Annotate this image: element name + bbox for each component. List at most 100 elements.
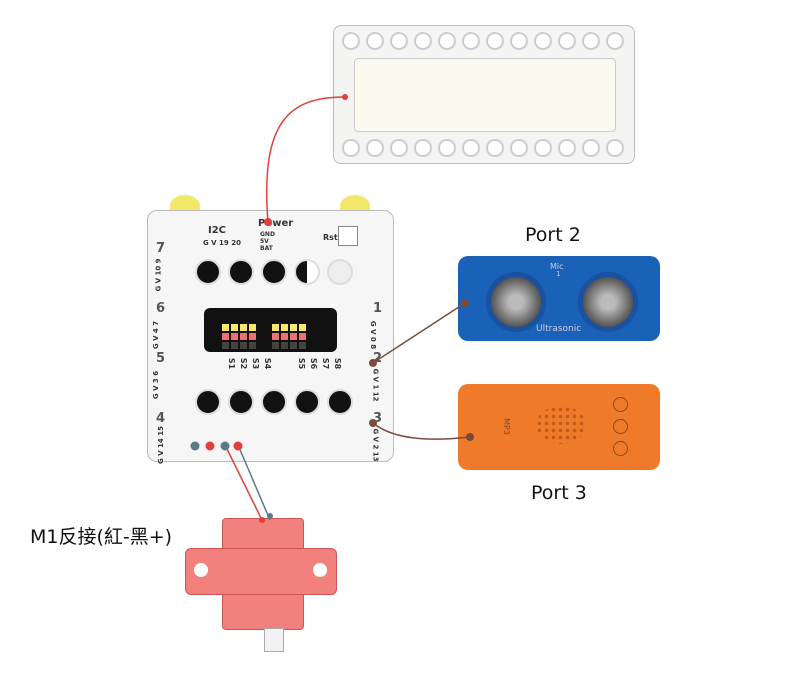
servo-pin — [222, 324, 229, 331]
i2c-label: I2C — [208, 225, 227, 236]
switch-socket[interactable] — [294, 259, 320, 285]
port-1-pins: G V 0 8 — [369, 320, 378, 350]
mount-hole — [414, 139, 432, 157]
ultrasonic-receiver — [578, 272, 638, 332]
servo-pin — [272, 333, 279, 340]
servo-label-s7: S7 — [321, 357, 331, 370]
servo-shaft — [264, 628, 284, 652]
mount-hole — [486, 32, 504, 50]
power-label: Power — [258, 218, 294, 229]
servo-pin — [290, 333, 297, 340]
mount-hole — [558, 139, 576, 157]
socket — [228, 389, 254, 415]
ultrasonic-module: Mic 1 Ultrasonic — [458, 256, 660, 341]
socket — [261, 389, 287, 415]
port-3-pins: G V 2 13 — [371, 428, 380, 462]
port-6-pins: G V 4 7 — [152, 320, 161, 350]
mount-hole — [534, 32, 552, 50]
port-6-number: 6 — [156, 301, 166, 316]
port-2-label: Port 2 — [525, 224, 581, 246]
servo-pin — [281, 333, 288, 340]
port-4-pins: G V 14 15 — [156, 426, 165, 464]
port-7-number: 7 — [156, 241, 166, 256]
mount-hole — [606, 32, 624, 50]
servo-pin — [290, 342, 297, 349]
port-3-socket — [327, 389, 353, 415]
port-2-number: 2 — [373, 351, 383, 366]
mount-hole — [366, 139, 384, 157]
servo-pin — [299, 324, 306, 331]
play-button[interactable] — [613, 419, 628, 434]
servo-label-s2: S2 — [239, 357, 249, 370]
servo-label-s3: S3 — [251, 357, 261, 370]
port-4-number: 4 — [156, 411, 166, 426]
mount-hole — [510, 32, 528, 50]
servo-pin — [290, 324, 297, 331]
mount-hole — [366, 32, 384, 50]
port-4-socket — [195, 389, 221, 415]
servo-pin — [299, 333, 306, 340]
servo-pin — [299, 342, 306, 349]
mount-hole — [390, 139, 408, 157]
led-socket — [327, 259, 353, 285]
servo-pin — [249, 333, 256, 340]
mp3-label: MP3 — [501, 418, 511, 435]
servo-pin — [272, 342, 279, 349]
port-2-pins: G V 1 12 — [371, 368, 380, 402]
mount-hole — [462, 139, 480, 157]
mount-hole — [582, 32, 600, 50]
mount-hole — [606, 139, 624, 157]
servo-pin — [231, 324, 238, 331]
mic-label: Mic — [550, 262, 564, 271]
mount-hole — [534, 139, 552, 157]
servo-pin — [222, 342, 229, 349]
servo-pin — [222, 333, 229, 340]
mount-hole — [462, 32, 480, 50]
port-5-number: 5 — [156, 351, 166, 366]
battery-board — [333, 25, 635, 164]
servo-pin — [249, 324, 256, 331]
ultrasonic-emitter — [486, 272, 546, 332]
servo-label-s6: S6 — [309, 357, 319, 370]
mount-hole — [510, 139, 528, 157]
port-3-number: 3 — [373, 411, 383, 426]
servo-flange — [185, 548, 337, 595]
servo-header — [204, 308, 337, 352]
mount-hole — [486, 139, 504, 157]
reset-button[interactable] — [338, 226, 358, 246]
i2c-pins: G V 19 20 — [203, 239, 241, 247]
mount-hole — [342, 32, 360, 50]
port-5-pins: G V 3 6 — [152, 370, 161, 400]
battery-slot — [354, 58, 616, 132]
servo-pin — [272, 324, 279, 331]
servo-pin — [281, 342, 288, 349]
servo-pin — [240, 342, 247, 349]
servo-label-s1: S1 — [227, 357, 237, 370]
servo-label-s8: S8 — [333, 357, 343, 370]
mount-hole — [582, 139, 600, 157]
servo-label-s5: S5 — [297, 357, 307, 370]
i2c-socket — [228, 259, 254, 285]
mount-hole — [414, 32, 432, 50]
motor-note: M1反接(紅-黑+) — [30, 526, 173, 548]
port-3-label: Port 3 — [531, 482, 587, 504]
ultrasonic-label: Ultrasonic — [536, 324, 582, 334]
speaker-grille — [536, 406, 586, 444]
socket — [294, 389, 320, 415]
mount-hole — [438, 32, 456, 50]
port-7-socket — [195, 259, 221, 285]
mount-hole — [390, 32, 408, 50]
port-1-number: 1 — [373, 301, 383, 316]
servo-pin — [231, 342, 238, 349]
servo-pin — [240, 324, 247, 331]
mount-hole — [558, 32, 576, 50]
mp3-module: MP3 — [458, 384, 660, 470]
servo-pin — [249, 342, 256, 349]
power-bat: BAT — [260, 245, 273, 252]
prev-button[interactable] — [613, 397, 628, 412]
mic-number: 1 — [556, 270, 561, 278]
port-7-pins: G V 10 9 — [154, 258, 163, 292]
next-button[interactable] — [613, 441, 628, 456]
power-socket — [261, 259, 287, 285]
